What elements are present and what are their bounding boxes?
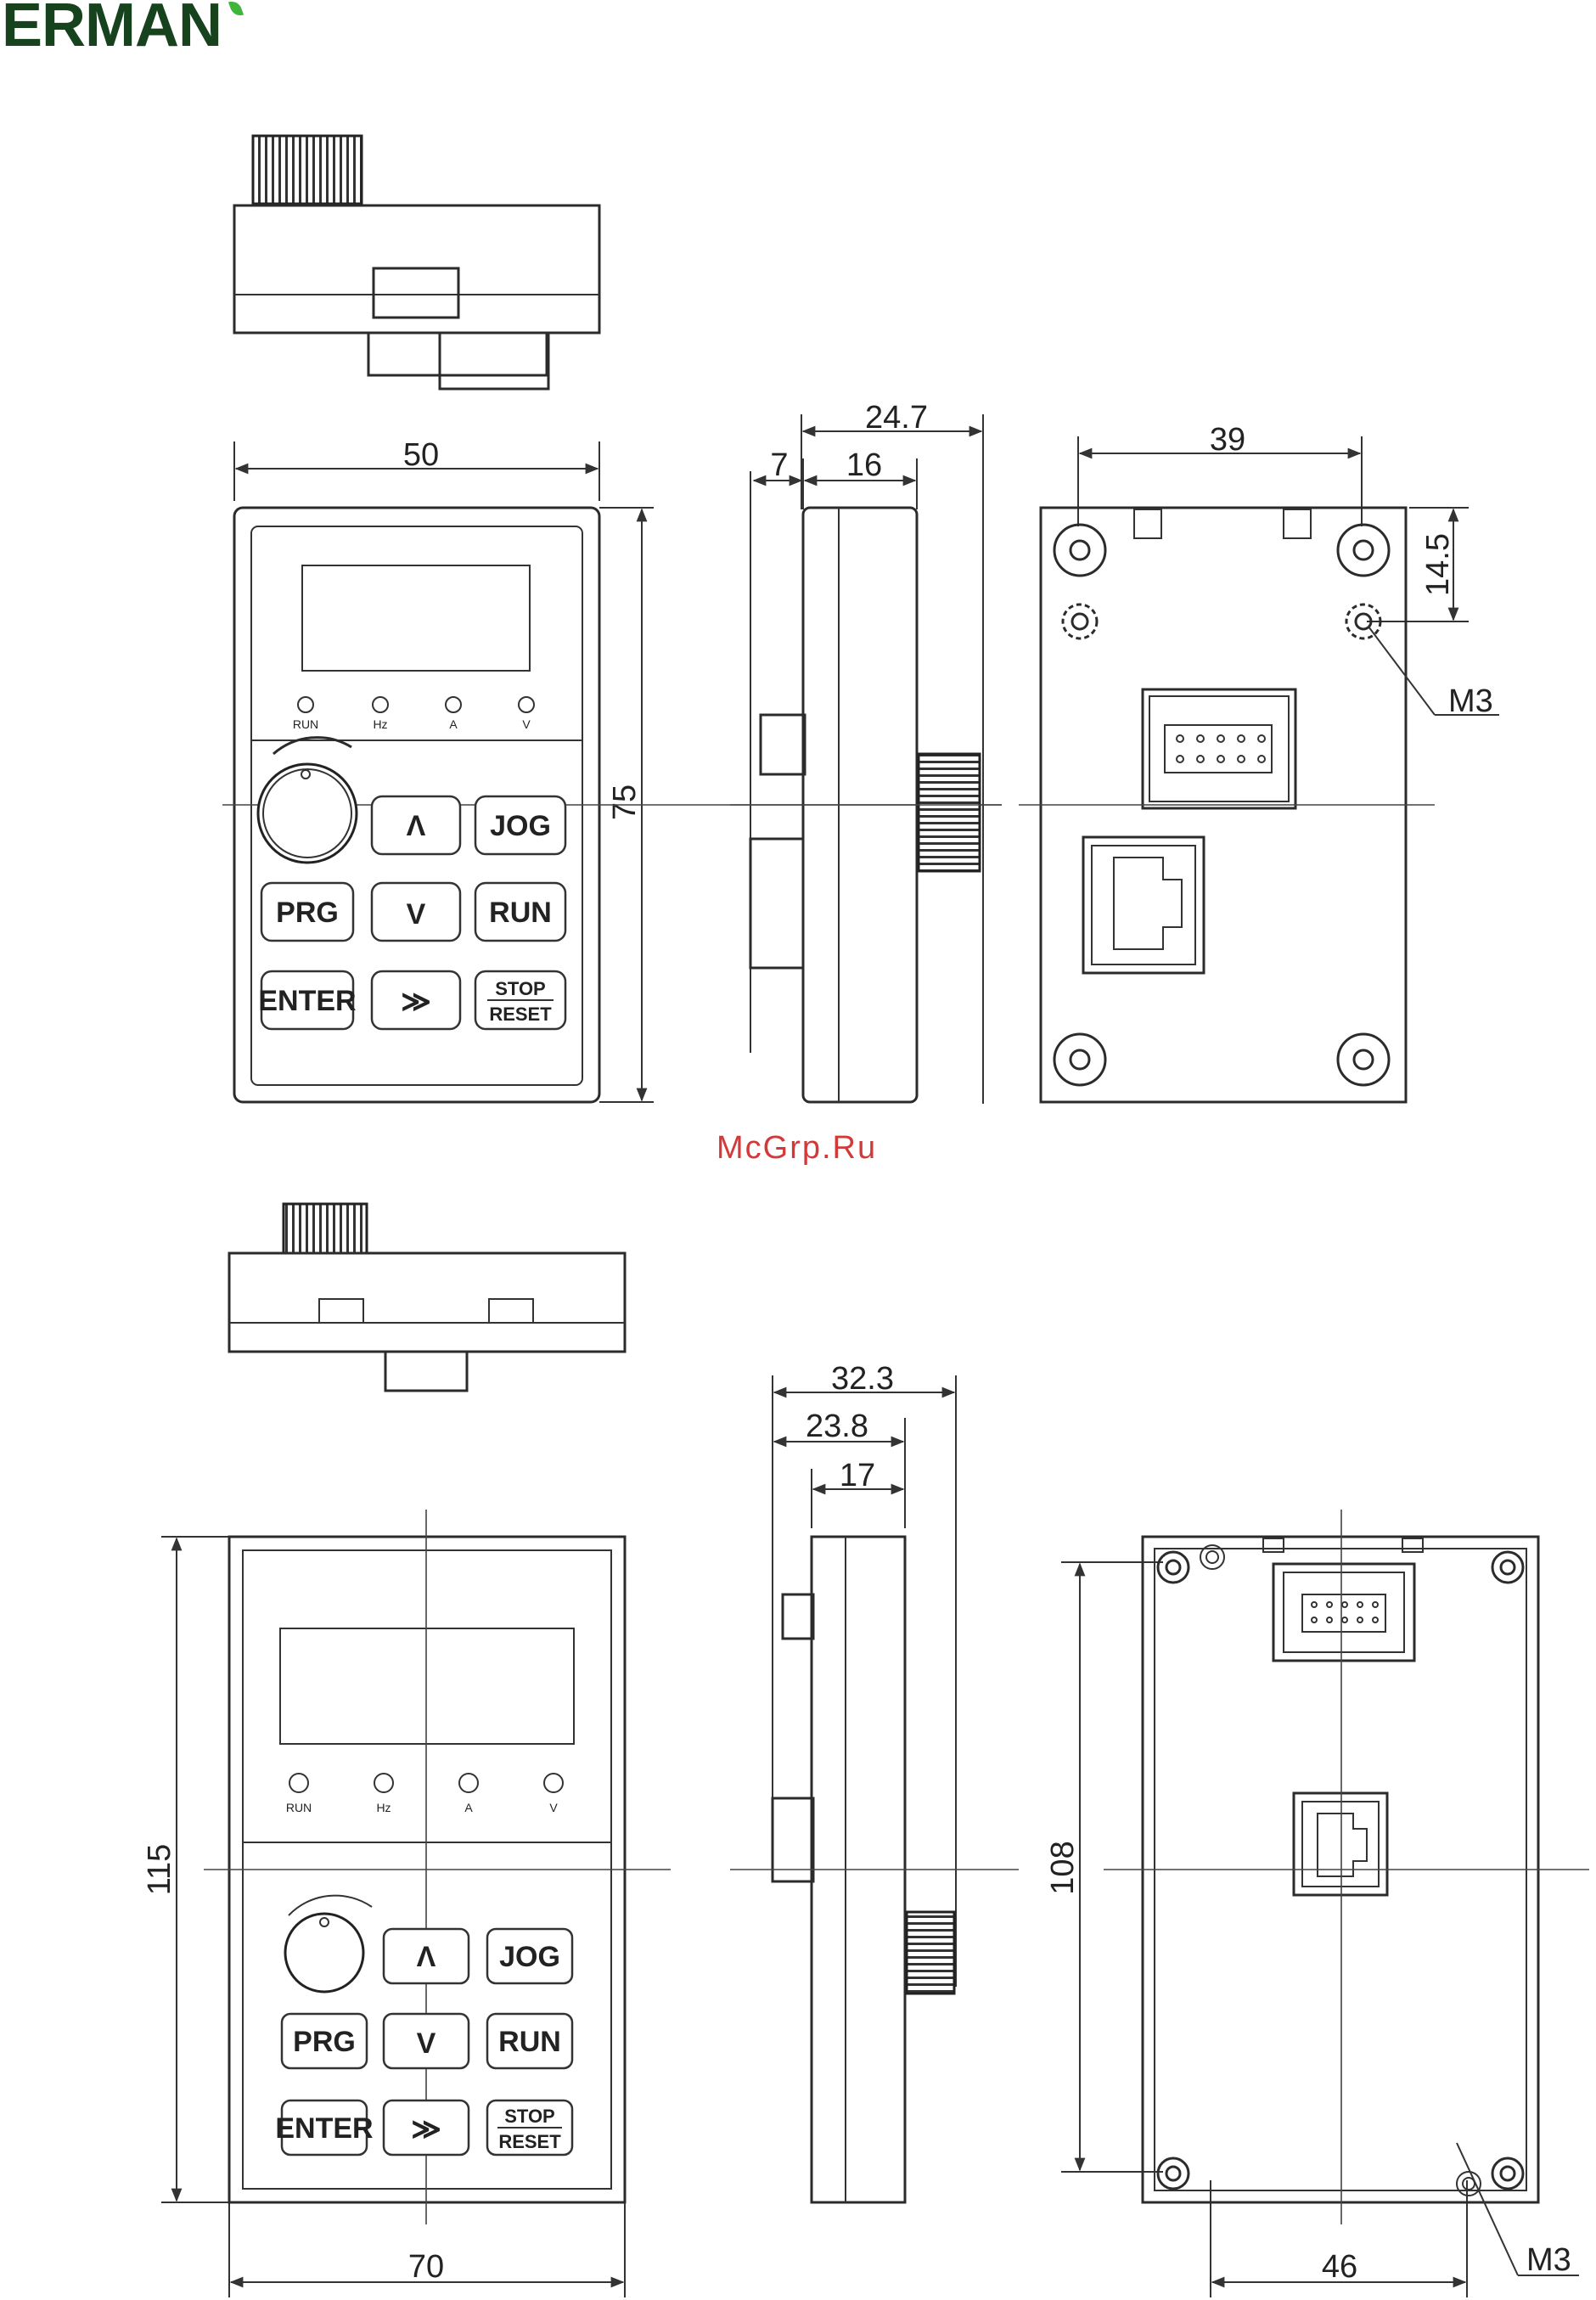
dim-hole-offset-small: 14.5 (1420, 533, 1456, 596)
large-back-view: 108 46 M3 (1045, 1510, 1589, 2297)
dim-width-small: 50 (403, 437, 439, 473)
small-up-button[interactable]: Λ (372, 796, 460, 854)
label-screw-small: M3 (1448, 683, 1493, 719)
led-hz-label: Hz (376, 1801, 391, 1814)
small-back-view: 39 14.5 M3 (1019, 422, 1499, 1102)
dim-height-large: 115 (142, 1844, 177, 1896)
small-knob[interactable] (258, 738, 357, 863)
svg-text:≫: ≫ (401, 986, 431, 1018)
svg-text:V: V (417, 2027, 436, 2060)
large-up-button[interactable]: Λ (384, 1929, 469, 1983)
svg-text:RESET: RESET (489, 1004, 552, 1025)
small-run-button[interactable]: RUN (475, 883, 565, 941)
led-v-label: V (549, 1801, 558, 1814)
small-led-row: RUN Hz A V (293, 697, 534, 731)
dim-height-small: 75 (607, 784, 643, 820)
svg-text:JOG: JOG (499, 1941, 560, 1973)
svg-text:STOP: STOP (504, 2106, 555, 2127)
dim-hole-height-large: 108 (1045, 1841, 1081, 1894)
large-front-view: 115 70 RUN Hz A V Λ (142, 1510, 671, 2297)
svg-text:V: V (407, 898, 426, 931)
small-top-view (234, 136, 599, 389)
large-stop-reset-button[interactable]: STOP RESET (487, 2100, 572, 2155)
svg-text:ENTER: ENTER (258, 985, 356, 1017)
small-side-view: 24.7 7 16 (730, 400, 1002, 1104)
dim-depth-total-small: 24.7 (865, 400, 928, 436)
large-run-button[interactable]: RUN (487, 2014, 572, 2068)
small-front-view: 50 75 RUN Hz A V Λ (222, 437, 1002, 1102)
small-shift-button[interactable]: ≫ (372, 971, 460, 1029)
led-run-label: RUN (293, 717, 318, 731)
large-down-button[interactable]: V (384, 2014, 469, 2068)
dim-depth-total-large: 32.3 (831, 1361, 894, 1397)
watermark: McGrp.Ru (717, 1130, 877, 1166)
dim-hole-spacing-small: 39 (1210, 422, 1245, 458)
led-hz-label: Hz (373, 717, 387, 731)
dim-depth-b-large: 17 (840, 1458, 875, 1493)
label-screw-large: M3 (1526, 2242, 1571, 2278)
large-jog-button[interactable]: JOG (487, 1929, 572, 1983)
small-down-button[interactable]: V (372, 883, 460, 941)
svg-text:Λ: Λ (407, 810, 426, 842)
svg-text:RUN: RUN (498, 2026, 561, 2058)
dim-width-large: 70 (408, 2249, 444, 2285)
dim-depth-b-small: 16 (846, 447, 882, 483)
led-a-label: A (464, 1801, 473, 1814)
svg-text:PRG: PRG (293, 2026, 356, 2058)
small-stop-reset-button[interactable]: STOP RESET (475, 971, 565, 1029)
large-shift-button[interactable]: ≫ (384, 2100, 469, 2155)
svg-text:PRG: PRG (276, 897, 339, 929)
svg-text:JOG: JOG (490, 810, 551, 842)
led-a-label: A (449, 717, 458, 731)
small-jog-button[interactable]: JOG (475, 796, 565, 854)
dim-depth-a-large: 23.8 (806, 1409, 868, 1444)
small-prg-button[interactable]: PRG (261, 883, 353, 941)
large-enter-button[interactable]: ENTER (275, 2100, 373, 2155)
svg-text:STOP: STOP (495, 978, 546, 999)
small-enter-button[interactable]: ENTER (258, 971, 356, 1029)
svg-text:RESET: RESET (498, 2131, 561, 2152)
dim-hole-spacing-large: 46 (1322, 2249, 1357, 2285)
large-side-view: 32.3 23.8 17 (730, 1361, 1019, 2202)
dim-depth-a-small: 7 (770, 447, 788, 483)
large-knob[interactable] (285, 1896, 372, 1992)
led-v-label: V (522, 717, 531, 731)
large-led-row: RUN Hz A V (286, 1774, 563, 1814)
svg-text:≫: ≫ (411, 2113, 441, 2145)
svg-text:ENTER: ENTER (275, 2112, 373, 2145)
large-top-view (229, 1204, 625, 1391)
large-prg-button[interactable]: PRG (282, 2014, 367, 2068)
led-run-label: RUN (286, 1801, 312, 1814)
svg-text:RUN: RUN (489, 897, 552, 929)
svg-text:Λ: Λ (417, 1941, 436, 1973)
